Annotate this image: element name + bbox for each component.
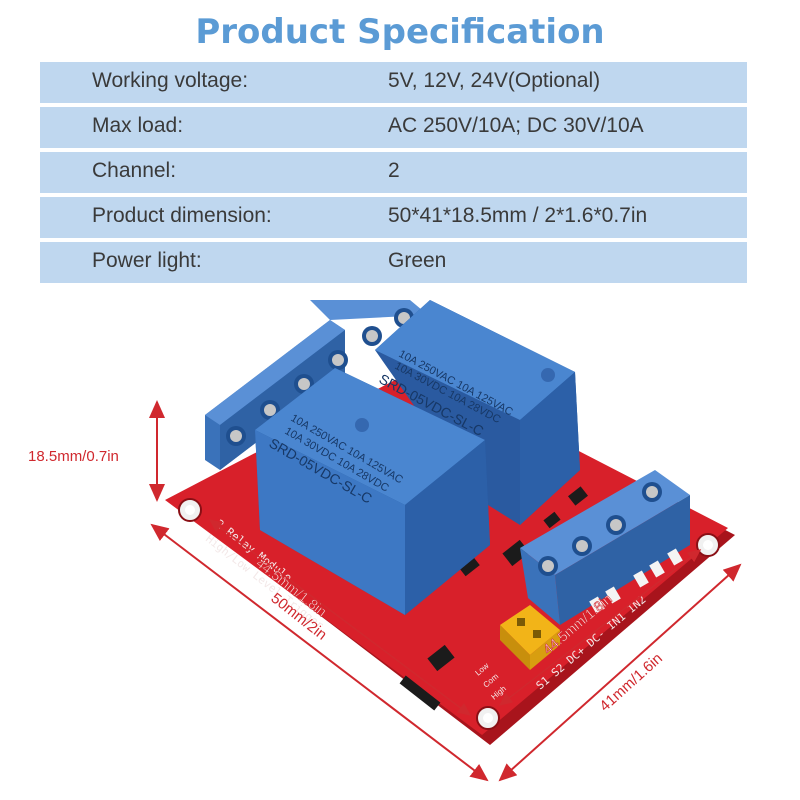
spec-label: Power light: <box>92 249 202 272</box>
spec-value: 2 <box>388 159 400 182</box>
page-title: Product Specification <box>195 12 605 52</box>
spec-row-max-load: Max load: AC 250V/10A; DC 30V/10A <box>40 107 747 148</box>
spec-value: Green <box>388 249 447 272</box>
spec-table: Working voltage: 5V, 12V, 24V(Optional) … <box>40 62 747 287</box>
dimension-height-label: 18.5mm/0.7in <box>28 448 119 465</box>
spec-label: Max load: <box>92 114 184 137</box>
spec-row-voltage: Working voltage: 5V, 12V, 24V(Optional) <box>40 62 747 103</box>
spec-value: 50*41*18.5mm / 2*1.6*0.7in <box>388 204 648 227</box>
spec-value: AC 250V/10A; DC 30V/10A <box>388 114 644 137</box>
spec-label: Working voltage: <box>92 69 249 92</box>
spec-label: Product dimension: <box>92 204 272 227</box>
terminal-block-left <box>205 300 428 470</box>
spec-label: Channel: <box>92 159 177 182</box>
spec-value: 5V, 12V, 24V(Optional) <box>388 69 601 92</box>
dimension-width-label: 41mm/1.6in <box>596 650 666 715</box>
spec-row-dimension: Product dimension: 50*41*18.5mm / 2*1.6*… <box>40 197 747 238</box>
spec-row-power-light: Power light: Green <box>40 242 747 283</box>
relay-2: 10A 250VAC 10A 125VAC 10A 30VDC 10A 28VD… <box>375 300 580 525</box>
spec-row-channel: Channel: 2 <box>40 152 747 193</box>
